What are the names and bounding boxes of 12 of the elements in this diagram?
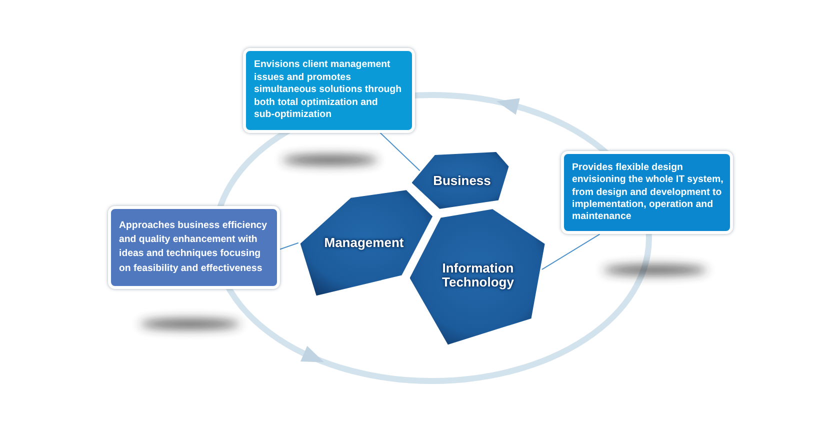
- hexagon-label: Business: [432, 174, 492, 188]
- leader-line: [379, 132, 420, 171]
- callout-box: [108, 206, 280, 289]
- callout-text: Approaches business efficiency and quality enhancement with ideas and techniques focusing on feasibility and effectiveness: [119, 219, 268, 276]
- callout-box: [561, 151, 733, 234]
- callout-text: Envisions client management issues and promotes simultaneous solutions through both total optimization and sub-optimization: [254, 59, 403, 122]
- callout-box: [243, 48, 415, 132]
- leader-line: [280, 242, 298, 250]
- callout-text: Provides flexible design envisioning the whole IT system, from design and development to implementation, operation and maintenance: [572, 162, 724, 224]
- hexagon-label: Information Technology: [440, 261, 515, 290]
- leader-line: [542, 234, 600, 270]
- hexagon-label: Management: [323, 236, 405, 250]
